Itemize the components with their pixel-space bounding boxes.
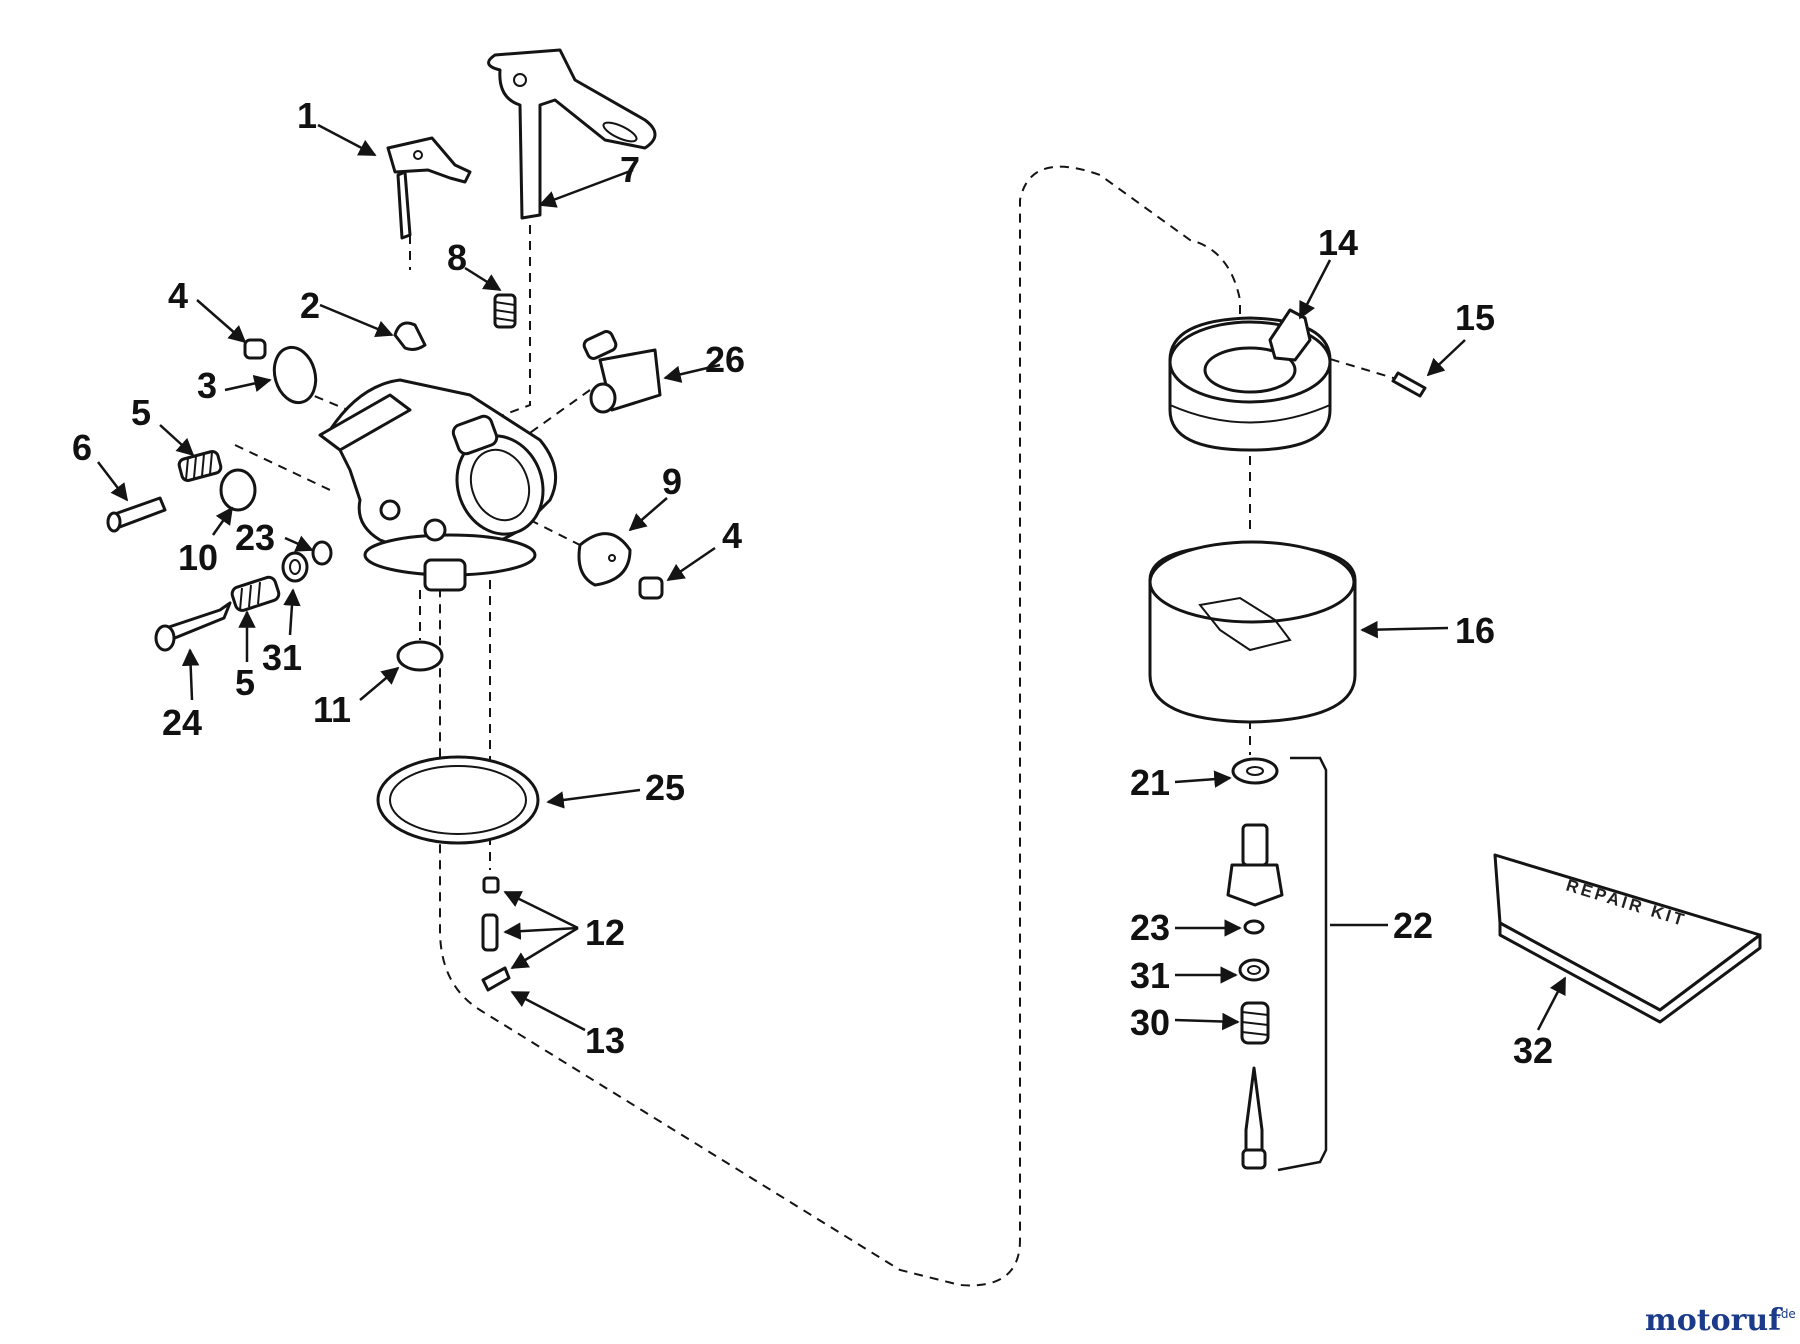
callout-14: 14 bbox=[1318, 222, 1358, 263]
dashed-assembly-line bbox=[439, 165, 1241, 1287]
callout-7: 7 bbox=[620, 149, 640, 190]
callout-6: 6 bbox=[72, 427, 92, 468]
part-5-spring-upper bbox=[177, 450, 223, 482]
part-21-washer bbox=[1231, 757, 1279, 785]
part-22-needle-screw bbox=[1241, 1066, 1267, 1170]
callout-31-left: 31 bbox=[262, 637, 302, 678]
callout-4-upper: 4 bbox=[168, 275, 188, 316]
part-26-fuel-inlet bbox=[582, 330, 662, 414]
axis-dash-10 bbox=[234, 444, 331, 491]
part-2-clip bbox=[393, 321, 427, 351]
callout-15: 15 bbox=[1455, 297, 1495, 338]
callout-24: 24 bbox=[162, 702, 202, 743]
callout-labels: 1 2 3 4 5 6 7 8 9 4 10 23 31 5 24 11 25 … bbox=[72, 95, 1553, 1071]
watermark-suffix: .de bbox=[1777, 1307, 1796, 1321]
part-15-hinge-pin bbox=[1391, 371, 1427, 398]
part-23-oring-left bbox=[311, 540, 333, 566]
callout-11: 11 bbox=[313, 689, 351, 730]
part-32-repair-kit: REPAIR KIT bbox=[1493, 853, 1762, 1024]
part-4-screw-lower bbox=[638, 576, 664, 600]
part-4-screw-upper bbox=[243, 338, 267, 360]
part-7-throttle-shaft bbox=[487, 48, 657, 220]
part-5-spring-lower bbox=[230, 575, 281, 612]
callout-13: 13 bbox=[585, 1020, 625, 1061]
part-8-spring bbox=[493, 293, 517, 329]
callout-31-right: 31 bbox=[1130, 955, 1170, 996]
callout-22: 22 bbox=[1393, 905, 1433, 946]
callout-12: 12 bbox=[585, 912, 625, 953]
callout-23-left: 23 bbox=[235, 517, 275, 558]
callout-9: 9 bbox=[662, 461, 682, 502]
callout-1: 1 bbox=[297, 95, 317, 136]
part-24-mixture-needle bbox=[154, 601, 232, 652]
part-23-oring-right bbox=[1243, 919, 1265, 935]
callout-32: 32 bbox=[1513, 1030, 1553, 1071]
part-3-throttle-disc bbox=[272, 345, 318, 405]
part-11-welch-plug bbox=[396, 640, 444, 672]
callout-5-upper: 5 bbox=[131, 392, 151, 433]
part-31-washer-left bbox=[281, 551, 309, 583]
part-10-gasket bbox=[219, 468, 257, 512]
part-16-float-bowl bbox=[1148, 540, 1357, 724]
watermark-brand-text: motoruf bbox=[1645, 1303, 1783, 1338]
callout-10: 10 bbox=[178, 537, 218, 578]
axis-dash-26 bbox=[519, 389, 591, 441]
part-30-spring bbox=[1240, 1001, 1270, 1045]
callout-5-lower: 5 bbox=[235, 662, 255, 703]
callout-8: 8 bbox=[447, 237, 467, 278]
callout-16: 16 bbox=[1455, 610, 1495, 651]
carburetor-body bbox=[318, 378, 558, 592]
callout-3: 3 bbox=[197, 365, 217, 406]
part-25-bowl-gasket bbox=[376, 755, 540, 845]
callout-2: 2 bbox=[300, 285, 320, 326]
part-9-choke-disc bbox=[577, 532, 632, 587]
part-22-bowl-nut bbox=[1226, 823, 1284, 907]
callout-4-lower: 4 bbox=[722, 515, 742, 556]
part-31-washer-right bbox=[1238, 958, 1270, 982]
part-12-inlet-needle-set bbox=[481, 876, 511, 992]
part-6-idle-screw bbox=[106, 496, 167, 533]
callout-30: 30 bbox=[1130, 1002, 1170, 1043]
callout-26: 26 bbox=[705, 339, 745, 380]
callout-21: 21 bbox=[1130, 762, 1170, 803]
callout-23-right: 23 bbox=[1130, 907, 1170, 948]
part-14-float bbox=[1168, 308, 1332, 452]
watermark: motoruf .de bbox=[1645, 1303, 1796, 1338]
leader-arrows bbox=[97, 123, 1567, 1032]
bracket-22 bbox=[1277, 756, 1328, 1172]
part-1-throttle-plate bbox=[386, 136, 472, 240]
callout-25: 25 bbox=[645, 767, 685, 808]
watermark-brand: motoruf bbox=[1645, 1303, 1783, 1338]
